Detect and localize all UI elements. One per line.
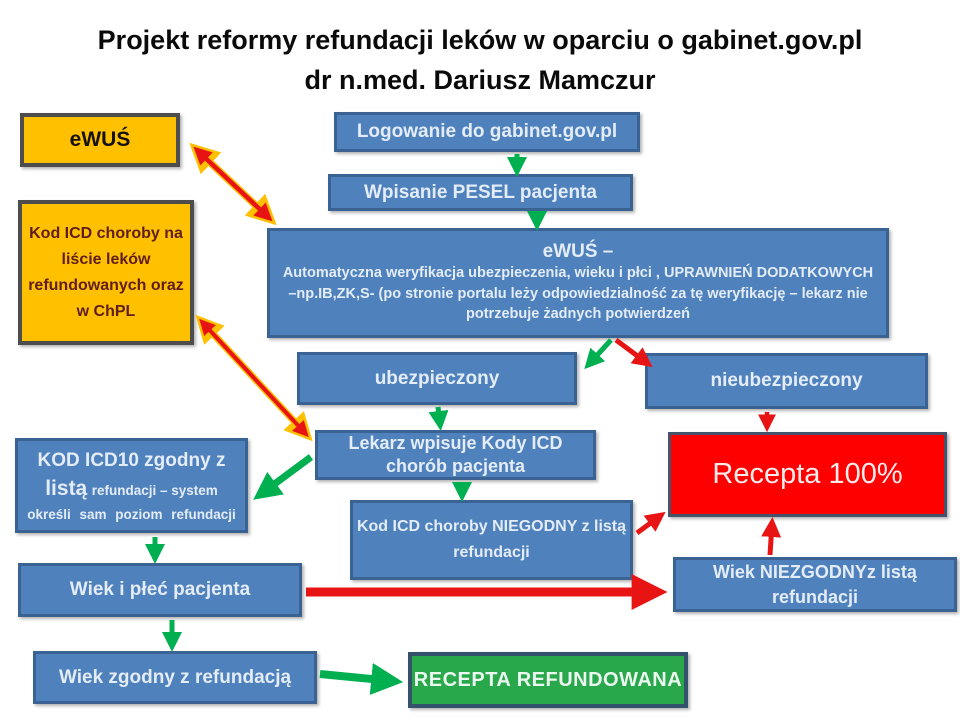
node-logowanie-label: Logowanie do gabinet.gov.pl: [356, 121, 618, 142]
node-kod-icd10-zgodny-line1: KOD ICD10 zgodny z: [38, 447, 226, 475]
node-kod-icd-lista-label: Kod ICD choroby na liście leków refundow…: [28, 224, 184, 320]
arrow-wiek-zgodny-to-recepta-refundowana: [319, 663, 404, 695]
arrow-wiek-niezgodny-to-recepta100: [761, 517, 782, 556]
node-wpisanie-pesel: Wpisanie PESEL pacjenta: [328, 174, 633, 211]
arrow-ewus-box-to-nieubezpieczony: [614, 337, 653, 368]
node-ewus: eWUŚ: [20, 113, 180, 167]
node-ewus-weryfikacja: eWUŚ – Automatyczna weryfikacja ubezpiec…: [267, 228, 889, 338]
arrow-ewus-small-to-ewus-box: [189, 142, 277, 226]
node-wiek-zgodny: Wiek zgodny z refundacją: [33, 651, 317, 704]
node-wpisanie-pesel-label: Wpisanie PESEL pacjenta: [363, 181, 597, 203]
node-ubezpieczony: ubezpieczony: [297, 352, 577, 405]
page-title: Projekt reformy refundacji leków w oparc…: [0, 20, 960, 100]
node-recepta-100: Recepta 100%: [668, 432, 947, 517]
kod-zgodny-line2-small-text: refundacji – system: [91, 483, 218, 499]
node-ewus-weryfikacja-title: eWUŚ –: [542, 241, 614, 263]
node-wiek-plec: Wiek i płeć pacjenta: [18, 563, 302, 617]
node-kod-niegodny: Kod ICD choroby NIEGODNY z listą refunda…: [350, 500, 633, 580]
kod-zgodny-line1-text: KOD ICD10 zgodny z: [37, 449, 226, 471]
node-wiek-niezgodny-label: Wiek NIEZGODNYz listą refundacji: [713, 562, 917, 607]
node-lekarz-wpisuje: Lekarz wpisuje Kody ICD chorób pacjenta: [315, 430, 596, 480]
node-recepta-100-label: Recepta 100%: [712, 458, 903, 490]
kod-zgodny-line2-big-text: listą: [45, 477, 88, 501]
node-nieubezpieczony-label: nieubezpieczony: [710, 370, 863, 391]
node-kod-icd-lista: Kod ICD choroby na liście leków refundow…: [18, 200, 194, 345]
node-ewus-weryfikacja-body: Automatyczna weryfikacja ubezpieczenia, …: [282, 265, 874, 323]
node-recepta-refundowana: RECEPTA REFUNDOWANA: [408, 652, 688, 708]
arrow-kod-niegodny-to-recepta100: [635, 511, 666, 536]
node-wiek-plec-label: Wiek i płeć pacjenta: [69, 579, 251, 600]
arrow-ewus-box-to-ubezpieczony: [584, 338, 613, 370]
node-wiek-zgodny-label: Wiek zgodny z refundacją: [58, 666, 292, 688]
title-line-2: dr n.med. Dariusz Mamczur: [304, 65, 656, 95]
node-logowanie: Logowanie do gabinet.gov.pl: [334, 112, 640, 152]
title-line-1: Projekt reformy refundacji leków w oparc…: [97, 25, 863, 55]
node-kod-icd10-zgodny-line2: listą refundacji – system: [45, 474, 218, 504]
node-lekarz-wpisuje-label: Lekarz wpisuje Kody ICD chorób pacjenta: [348, 432, 563, 476]
node-wiek-niezgodny: Wiek NIEZGODNYz listą refundacji: [673, 557, 957, 612]
node-kod-icd10-zgodny-line3: określi sam poziom refundacji: [27, 506, 236, 522]
node-recepta-refundowana-label: RECEPTA REFUNDOWANA: [413, 668, 683, 691]
node-kod-icd10-zgodny: KOD ICD10 zgodny z listą refundacji – sy…: [15, 438, 248, 533]
arrow-lekarz-to-kod-zgodny: [253, 454, 314, 500]
node-ewus-label: eWUŚ: [69, 128, 131, 151]
arrow-kod-icd-lista-to-lekarz: [195, 314, 313, 442]
arrow-ubezpieczony-to-lekarz: [428, 406, 449, 431]
node-ubezpieczony-label: ubezpieczony: [374, 367, 500, 389]
node-nieubezpieczony: nieubezpieczony: [645, 353, 928, 409]
node-kod-niegodny-label: Kod ICD choroby NIEGODNY z listą refunda…: [356, 518, 627, 561]
